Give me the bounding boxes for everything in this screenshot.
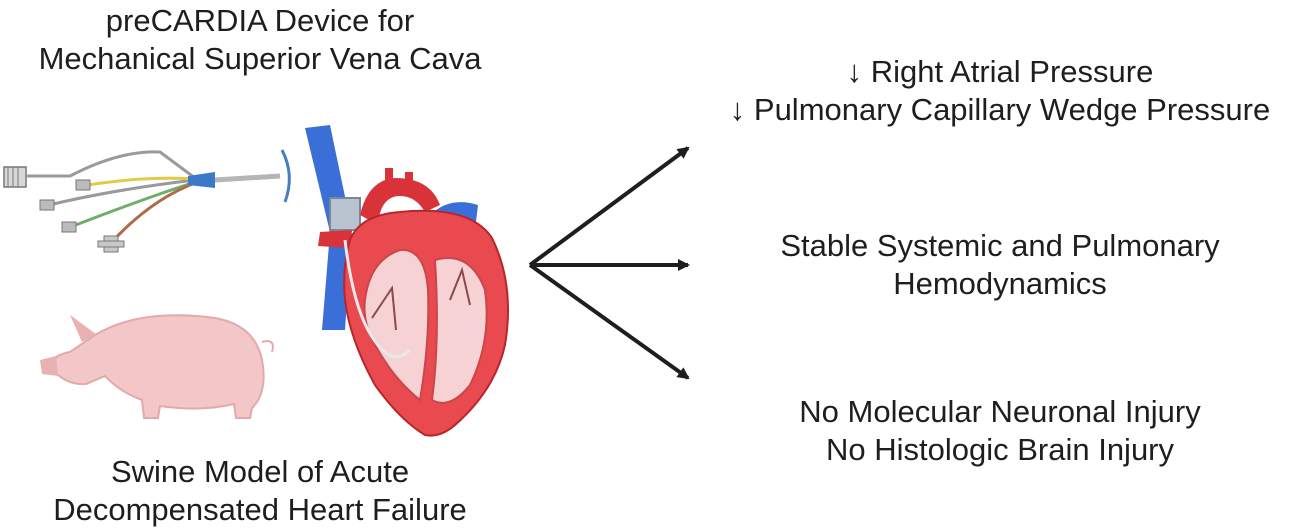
- outcome-line: No Histologic Brain Injury: [825, 432, 1175, 467]
- outcome-line: Stable Systemic and Pulmonary: [780, 228, 1220, 263]
- outcome-pressure: ↓ Right Atrial Pressure ↓ Pulmonary Capi…: [700, 53, 1299, 129]
- pig-icon: [40, 314, 274, 419]
- model-title-line1: Swine Model of Acute: [110, 454, 410, 489]
- outcome-line: ↓ Pulmonary Capillary Wedge Pressure: [729, 92, 1271, 127]
- outcome-hemodynamics: Stable Systemic and Pulmonary Hemodynami…: [700, 227, 1299, 303]
- model-title: Swine Model of Acute Decompensated Heart…: [0, 453, 520, 529]
- device-title-line1: preCARDIA Device for: [105, 3, 415, 38]
- model-title-line2: Decompensated Heart Failure: [53, 492, 467, 527]
- arrow-icon: [528, 263, 690, 380]
- device-title-line2: Mechanical Superior Vena Cava: [38, 41, 482, 76]
- outcome-brain-injury: No Molecular Neuronal Injury No Histolog…: [700, 393, 1299, 469]
- heart-anatomy-icon: [305, 125, 509, 437]
- outcome-line: Hemodynamics: [893, 266, 1107, 301]
- connector-hub-icon: [3, 166, 27, 188]
- outcome-line: No Molecular Neuronal Injury: [799, 394, 1201, 429]
- arrow-icon: [528, 146, 690, 267]
- device-title: preCARDIA Device for Mechanical Superior…: [0, 2, 520, 78]
- outcome-line: ↓ Right Atrial Pressure: [846, 54, 1154, 89]
- outcome-arrows: [528, 146, 690, 380]
- catheter-device-icon: [3, 149, 291, 253]
